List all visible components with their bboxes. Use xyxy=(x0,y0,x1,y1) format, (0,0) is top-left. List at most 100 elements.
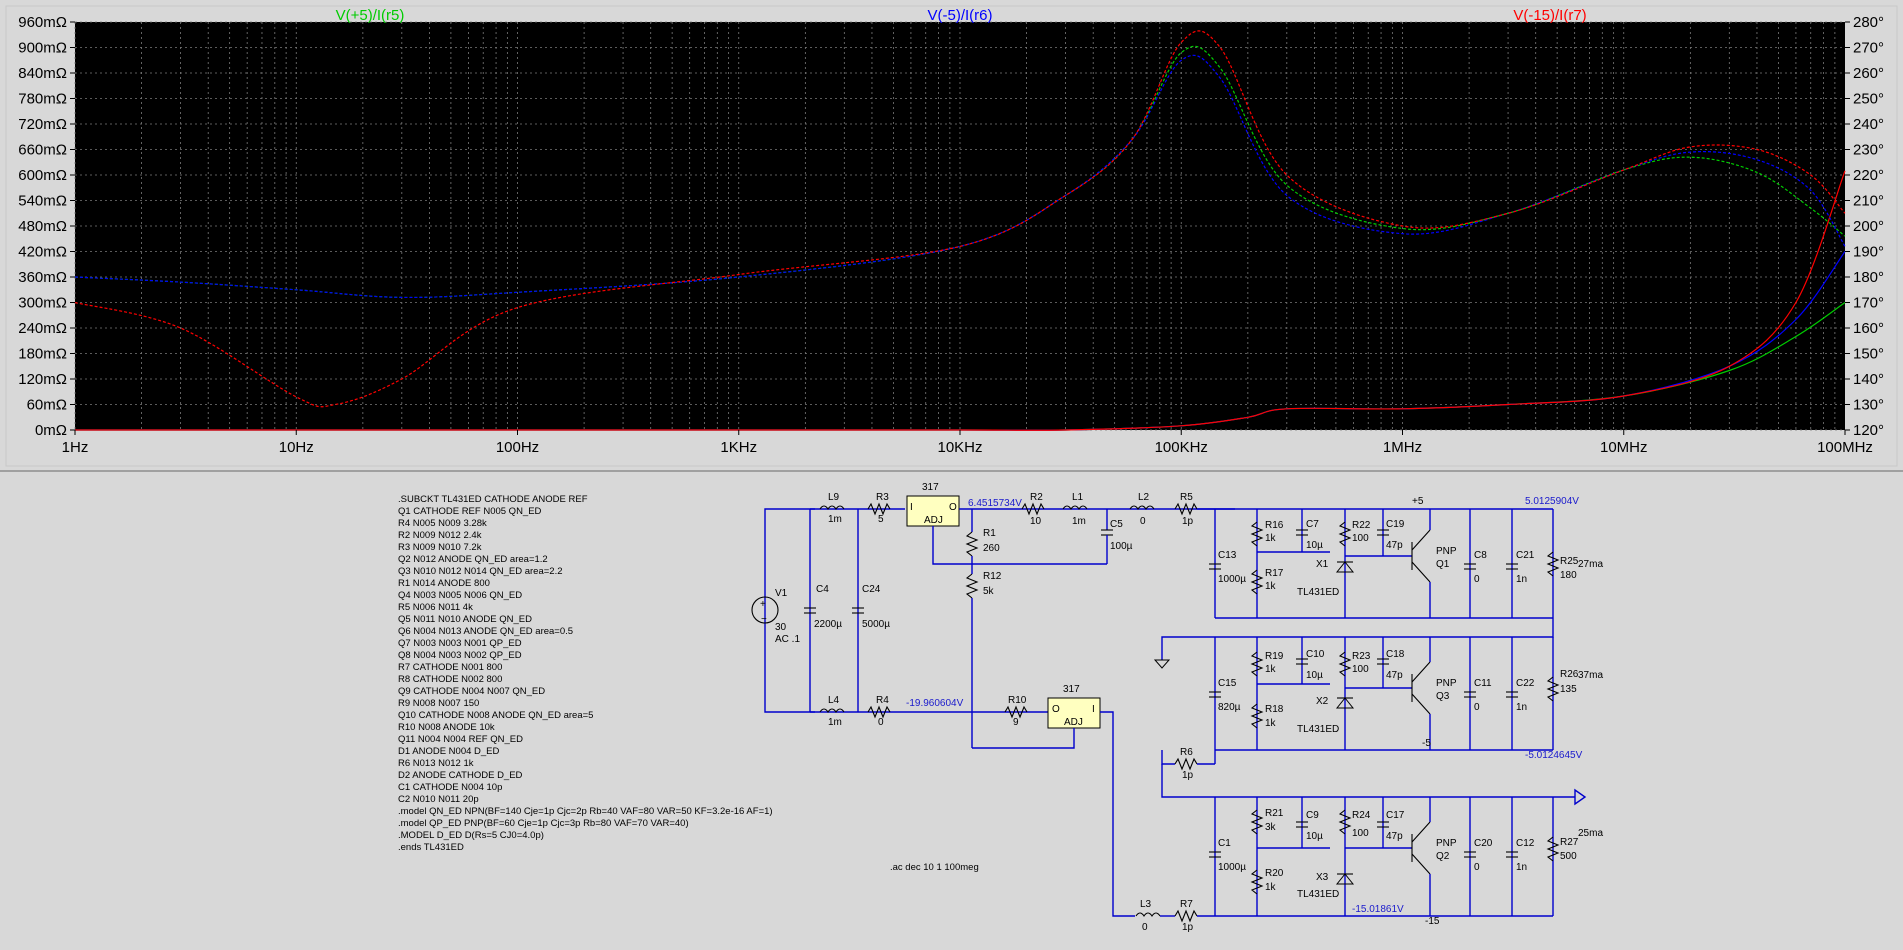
y-left-tick-label: 180mΩ xyxy=(18,346,67,363)
netlist-line: Q1 CATHODE REF N005 QN_ED xyxy=(398,506,542,517)
y-left-tick-label: 780mΩ xyxy=(18,91,67,108)
c24-value: 5000µ xyxy=(862,619,890,630)
r5-value: 1p xyxy=(1182,516,1194,527)
netlist-line: Q11 N004 N004 REF QN_ED xyxy=(398,734,523,745)
svg-text:R7: R7 xyxy=(1180,899,1193,910)
svg-text:C7: C7 xyxy=(1306,519,1319,530)
svg-text:C11: C11 xyxy=(1474,678,1492,689)
svg-text:+: + xyxy=(760,599,766,610)
svg-text:R20: R20 xyxy=(1265,868,1284,879)
r2-value: 10 xyxy=(1030,516,1042,527)
svg-text:L4: L4 xyxy=(828,695,840,706)
netlist-line: R10 N008 ANODE 10k xyxy=(398,722,495,733)
x-tick-label: 1KHz xyxy=(720,439,757,456)
netlist-line: .ends TL431ED xyxy=(398,842,464,853)
lt317-regulator-1[interactable] xyxy=(906,495,960,527)
netlist-line: .model QN_ED NPN(BF=140 Cje=1p Cjc=2p Rb… xyxy=(398,806,773,817)
netlist-line: R9 N008 N007 150 xyxy=(398,698,479,709)
trace-title-neg15[interactable]: V(-15)/I(r7) xyxy=(1513,7,1586,24)
r23-value: 100 xyxy=(1352,664,1369,675)
svg-text:C24: C24 xyxy=(862,584,881,595)
svg-text:X3: X3 xyxy=(1316,872,1329,883)
netlist-line: C2 N010 N011 20p xyxy=(398,794,479,805)
c10-value: 10µ xyxy=(1306,670,1323,681)
neg15-voltage[interactable]: -15.01861V xyxy=(1352,904,1404,915)
pos5-voltage[interactable]: 5.0125904V xyxy=(1525,496,1579,507)
ground-symbol xyxy=(1153,618,1554,669)
c5-value: 100µ xyxy=(1110,541,1133,552)
svg-text:C5: C5 xyxy=(1110,519,1123,530)
netlist-line: Q2 N012 ANODE QN_ED area=1.2 xyxy=(398,554,548,565)
positive-input-path: L9 1m R3 5 317 I O ADJ 6.4515734V R2 10 … xyxy=(810,482,1235,748)
r6-value: 1p xyxy=(1182,770,1194,781)
c19-value: 47p xyxy=(1386,540,1403,551)
netlist-line: R7 CATHODE N001 800 xyxy=(398,662,502,673)
x-tick-label: 100MHz xyxy=(1817,439,1873,456)
y-right-tick-label: 120° xyxy=(1853,422,1884,439)
c7-value: 10µ xyxy=(1306,540,1323,551)
stage-neg5[interactable]: C15 820µ R19 1k R18 1k C10 10µ R23 100 X… xyxy=(1209,637,1603,761)
netlist-line: .SUBCKT TL431ED CATHODE ANODE REF xyxy=(398,494,588,505)
l9-value: 1m xyxy=(828,514,842,525)
svg-text:C13: C13 xyxy=(1218,550,1237,561)
svg-text:PNP: PNP xyxy=(1436,838,1457,849)
trace-title-pos5[interactable]: V(+5)/I(r5) xyxy=(336,7,405,24)
x-tick-label: 100KHz xyxy=(1155,439,1208,456)
trace-left-2[interactable] xyxy=(75,170,1846,431)
r26-current[interactable]: 37ma xyxy=(1578,670,1603,681)
netlist-line: .MODEL D_ED D(Rs=5 CJ0=4.0p) xyxy=(398,830,544,841)
neg5-voltage[interactable]: -5.0124645V xyxy=(1525,750,1583,761)
c18-value: 47p xyxy=(1386,670,1403,681)
svg-text:C12: C12 xyxy=(1516,838,1535,849)
svg-text:C4: C4 xyxy=(816,584,829,595)
svg-text:R19: R19 xyxy=(1265,651,1284,662)
ac-directive[interactable]: .ac dec 10 1 100meg xyxy=(890,862,979,873)
trace-right-5[interactable] xyxy=(74,30,1846,408)
c21-value: 1n xyxy=(1516,574,1527,585)
reg1-out-voltage[interactable]: 6.4515734V xyxy=(968,498,1022,509)
y-right-tick-label: 260° xyxy=(1853,65,1884,82)
y-left-tick-label: 660mΩ xyxy=(18,142,67,159)
svg-text:C15: C15 xyxy=(1218,678,1237,689)
svg-text:ADJ: ADJ xyxy=(924,515,943,526)
stage-neg15[interactable]: C1 1000µ R21 3k R20 1k C9 10µ R24 100 X3… xyxy=(1197,797,1603,927)
svg-text:R5: R5 xyxy=(1180,492,1193,503)
svg-text:R3: R3 xyxy=(876,492,889,503)
stage-pos5[interactable]: C13 1000µ R16 1k R17 1k C7 10µ R22 100 X… xyxy=(1197,496,1603,619)
netlist-line: R5 N006 N011 4k xyxy=(398,602,473,613)
x3-model: TL431ED xyxy=(1297,889,1339,900)
svg-text:R16: R16 xyxy=(1265,520,1284,531)
r16-value: 1k xyxy=(1265,533,1277,544)
v1-value: 30 xyxy=(775,622,787,633)
neg15-output-port[interactable] xyxy=(1574,788,1587,806)
r3-value: 5 xyxy=(878,514,884,525)
c20-value: 0 xyxy=(1474,862,1480,873)
svg-text:C9: C9 xyxy=(1306,810,1319,821)
c4-value: 2200µ xyxy=(814,619,842,630)
svg-text:−: − xyxy=(761,614,767,625)
trace-title-neg5[interactable]: V(-5)/I(r6) xyxy=(928,7,993,24)
trace-right-4[interactable] xyxy=(74,54,1846,299)
v1-source-symbol[interactable] xyxy=(751,596,779,624)
y-right-tick-label: 270° xyxy=(1853,40,1884,57)
r27-current[interactable]: 25ma xyxy=(1578,828,1603,839)
svg-text:C17: C17 xyxy=(1386,810,1405,821)
netlist-line: Q6 N004 N013 ANODE QN_ED area=0.5 xyxy=(398,626,573,637)
netlist-line: Q9 CATHODE N004 N007 QN_ED xyxy=(398,686,545,697)
r25-current[interactable]: 27ma xyxy=(1578,559,1603,570)
r21-value: 3k xyxy=(1265,822,1277,833)
neg-in-voltage[interactable]: -19.960604V xyxy=(906,698,964,709)
x-tick-label: 100Hz xyxy=(496,439,539,456)
svg-text:R24: R24 xyxy=(1352,810,1371,821)
svg-text:R12: R12 xyxy=(983,571,1002,582)
netlist-line: D1 ANODE N004 D_ED xyxy=(398,746,500,757)
netlist-line: R3 N009 N010 7.2k xyxy=(398,542,482,553)
svg-text:L1: L1 xyxy=(1072,492,1084,503)
svg-text:R2: R2 xyxy=(1030,492,1043,503)
y-left-tick-label: 840mΩ xyxy=(18,65,67,82)
svg-text:Q1: Q1 xyxy=(1436,559,1450,570)
